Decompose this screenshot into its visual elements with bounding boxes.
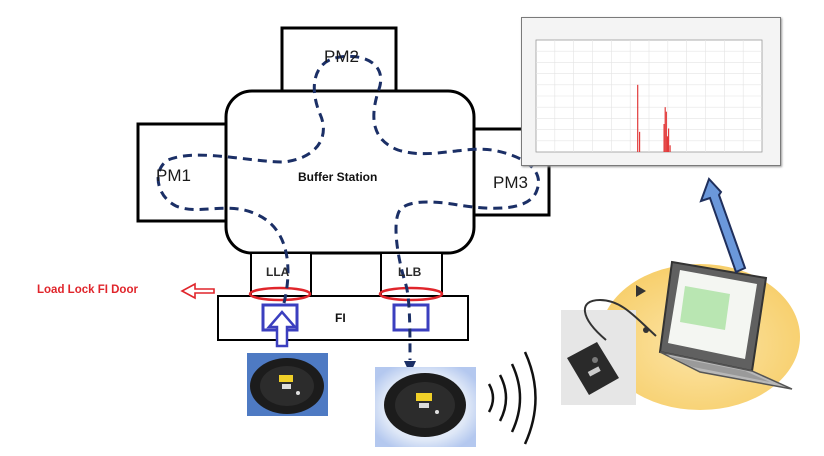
wireless-signal-icon [487,351,537,445]
wafer-sensor-icon [247,353,328,416]
pm1-chamber [136,122,236,223]
pm1-label: PM1 [156,166,191,185]
lla-label: LLA [266,265,290,279]
fi-module [217,295,469,341]
data-chart [535,39,763,153]
receiver-dongle-icon [561,298,657,405]
fi-label: FI [335,311,346,325]
buffer-station [224,89,476,255]
door-label: Load Lock FI Door [37,284,138,296]
llb-label: LLB [398,265,422,279]
lla-door-ring [248,286,312,302]
upload-arrow-icon [699,177,747,274]
wafer-sensor-icon [375,367,476,447]
laptop-icon [600,260,800,410]
buffer-station-label: Buffer Station [298,170,378,184]
lla-up-arrow [266,310,298,348]
data-chart-panel [521,17,781,166]
pm2-label: PM2 [324,47,359,66]
door-arrow [180,282,215,300]
pm2-chamber [280,26,398,102]
pm3-label: PM3 [493,173,528,192]
llb-door-ring [378,286,444,302]
